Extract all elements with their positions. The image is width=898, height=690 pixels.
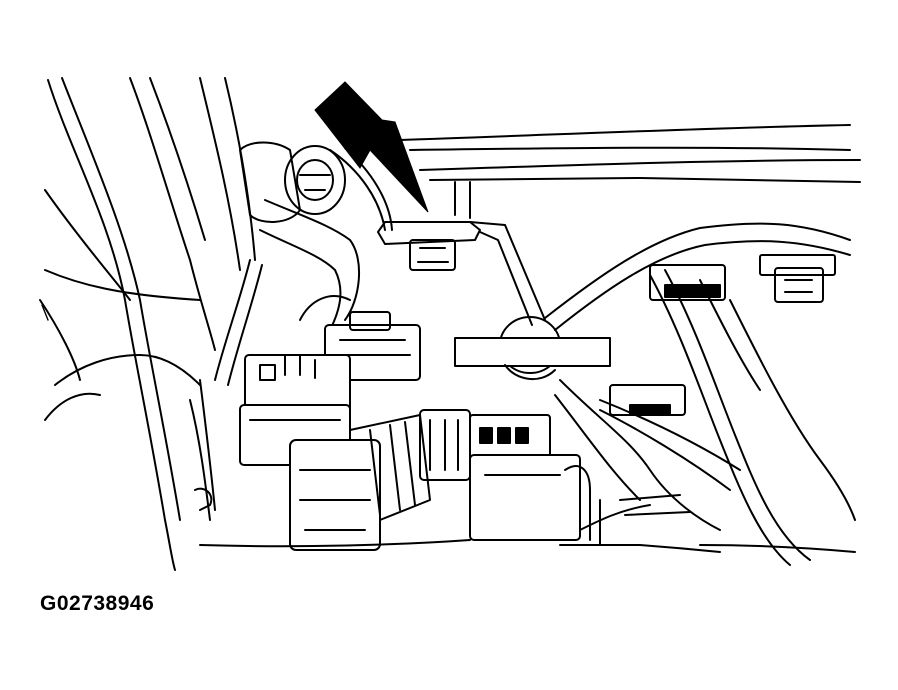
arrow-indicator-icon bbox=[314, 81, 429, 213]
mounting-bracket bbox=[377, 221, 546, 326]
upper-panel bbox=[399, 124, 861, 219]
component-location-diagram bbox=[39, 77, 861, 571]
relay-connector-assembly bbox=[239, 311, 691, 551]
figure-code: G02738946 bbox=[40, 592, 155, 615]
lower-panel bbox=[194, 487, 721, 553]
right-connector-blocks bbox=[609, 254, 836, 416]
wiring-harness bbox=[214, 199, 361, 386]
left-body-panel bbox=[39, 77, 256, 571]
bracket-stud bbox=[454, 316, 611, 381]
pillar-bolt bbox=[239, 141, 393, 231]
